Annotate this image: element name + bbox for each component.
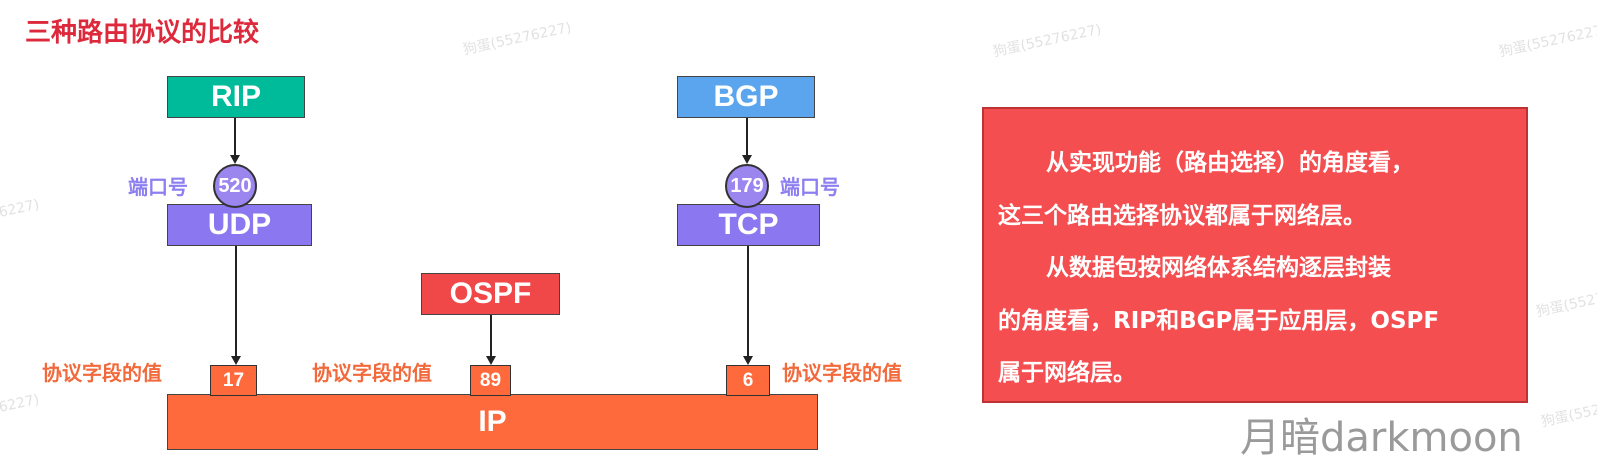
udp-box: UDP	[167, 204, 312, 246]
connector-line	[746, 118, 748, 156]
ospf-box: OSPF	[421, 273, 560, 315]
arrow-down-icon	[230, 155, 240, 164]
watermark: 狗蛋(55276227)	[991, 21, 1103, 61]
watermark: 狗蛋(55276227)	[461, 19, 573, 59]
watermark: 狗蛋(55276227)	[0, 196, 41, 236]
port-520-circle: 520	[213, 164, 257, 208]
protocol-value-ospf: 89	[470, 365, 511, 396]
connector-line	[747, 246, 749, 356]
arrow-down-icon	[486, 356, 496, 365]
protocol-field-label: 协议字段的值	[782, 361, 902, 385]
connector-line	[235, 246, 237, 356]
rip-box: RIP	[167, 76, 305, 118]
connector-line	[234, 118, 236, 156]
note-line: 这三个路由选择协议都属于网络层。	[998, 202, 1366, 229]
bgp-box: BGP	[677, 76, 815, 118]
note-line: 从数据包按网络体系结构逐层封装	[1046, 255, 1391, 281]
arrow-down-icon	[742, 155, 752, 164]
port-label: 端口号	[780, 175, 840, 199]
port-label: 端口号	[128, 175, 188, 199]
watermark: 狗蛋(55276227)	[1534, 281, 1597, 321]
watermark: 狗蛋(55276227)	[1497, 21, 1597, 61]
ip-box: IP	[167, 394, 818, 450]
watermark: 狗蛋(55276227)	[1539, 391, 1597, 431]
arrow-down-icon	[231, 356, 241, 365]
port-179-circle: 179	[725, 164, 769, 208]
connector-line	[490, 315, 492, 356]
protocol-field-label: 协议字段的值	[312, 361, 432, 385]
watermark: 狗蛋(55276227)	[0, 391, 41, 431]
note-line: 从实现功能（路由选择）的角度看，	[1046, 150, 1414, 176]
explanation-box: 从实现功能（路由选择）的角度看， 这三个路由选择协议都属于网络层。 从数据包按网…	[982, 107, 1528, 403]
note-line: 的角度看，RIP和BGP属于应用层，OSPF	[998, 307, 1440, 334]
tcp-box: TCP	[677, 204, 820, 246]
protocol-value-tcp: 6	[726, 365, 770, 396]
arrow-down-icon	[743, 356, 753, 365]
protocol-value-udp: 17	[210, 365, 257, 396]
protocol-field-label: 协议字段的值	[42, 361, 162, 385]
author-signature: 月暗darkmoon	[1240, 415, 1523, 461]
page-title: 三种路由协议的比较	[25, 18, 260, 48]
note-line: 属于网络层。	[998, 360, 1136, 386]
